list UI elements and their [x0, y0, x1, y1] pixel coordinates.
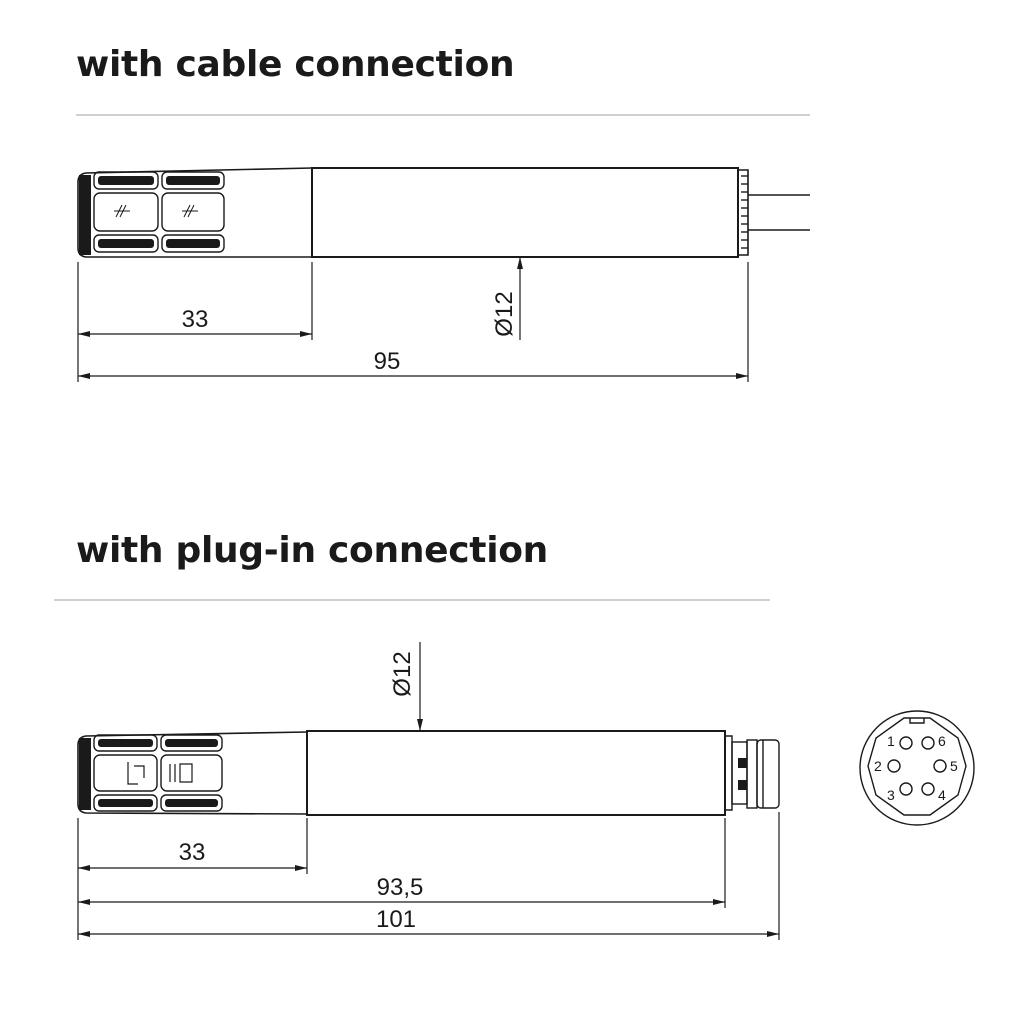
dim-label-101: 101 — [376, 906, 416, 933]
plug-connector — [725, 735, 780, 811]
dimensions-cable — [77, 257, 749, 382]
sensor-body — [306, 730, 726, 816]
cable-gland — [737, 169, 749, 256]
pin-hole-1 — [899, 736, 913, 750]
pin-hole-4 — [921, 782, 935, 796]
diameter-label: Ø12 — [491, 291, 518, 336]
connector-key — [909, 718, 925, 724]
dim-label-33: 33 — [179, 839, 206, 866]
pin-hole-6 — [921, 736, 935, 750]
connector-outer-ring — [859, 710, 975, 826]
sensor-body — [311, 167, 739, 258]
pin-label-1: 1 — [887, 733, 895, 749]
filter-cap-outline — [77, 167, 313, 258]
filter-cap-end — [79, 738, 91, 810]
pin-label-3: 3 — [887, 787, 895, 803]
dim-label-93-5: 93,5 — [377, 874, 424, 901]
sensor-plug-view — [77, 730, 780, 816]
section-title-plug: with plug-in connection — [76, 530, 549, 571]
pin-label-6: 6 — [938, 733, 946, 749]
section-title-cable: with cable connection — [76, 44, 515, 85]
dim-label-95: 95 — [374, 348, 401, 375]
diameter-label: Ø12 — [389, 651, 416, 696]
dimensions-plug — [77, 642, 780, 940]
pin-label-4: 4 — [938, 787, 946, 803]
filter-cap-outline — [77, 731, 308, 815]
pin-label-2: 2 — [874, 758, 882, 774]
pin-hole-2 — [887, 759, 901, 773]
sensor-cable-view — [77, 167, 810, 258]
filter-slots — [93, 734, 223, 812]
pin-hole-3 — [899, 782, 913, 796]
pin-label-5: 5 — [950, 758, 958, 774]
connector-octagon — [867, 717, 967, 816]
filter-cap-end — [79, 175, 91, 255]
gland-knurl — [741, 175, 748, 249]
connector-face — [859, 710, 975, 826]
filter-slots — [93, 171, 225, 253]
pin-hole-5 — [933, 759, 947, 773]
dim-label-33: 33 — [182, 306, 209, 333]
